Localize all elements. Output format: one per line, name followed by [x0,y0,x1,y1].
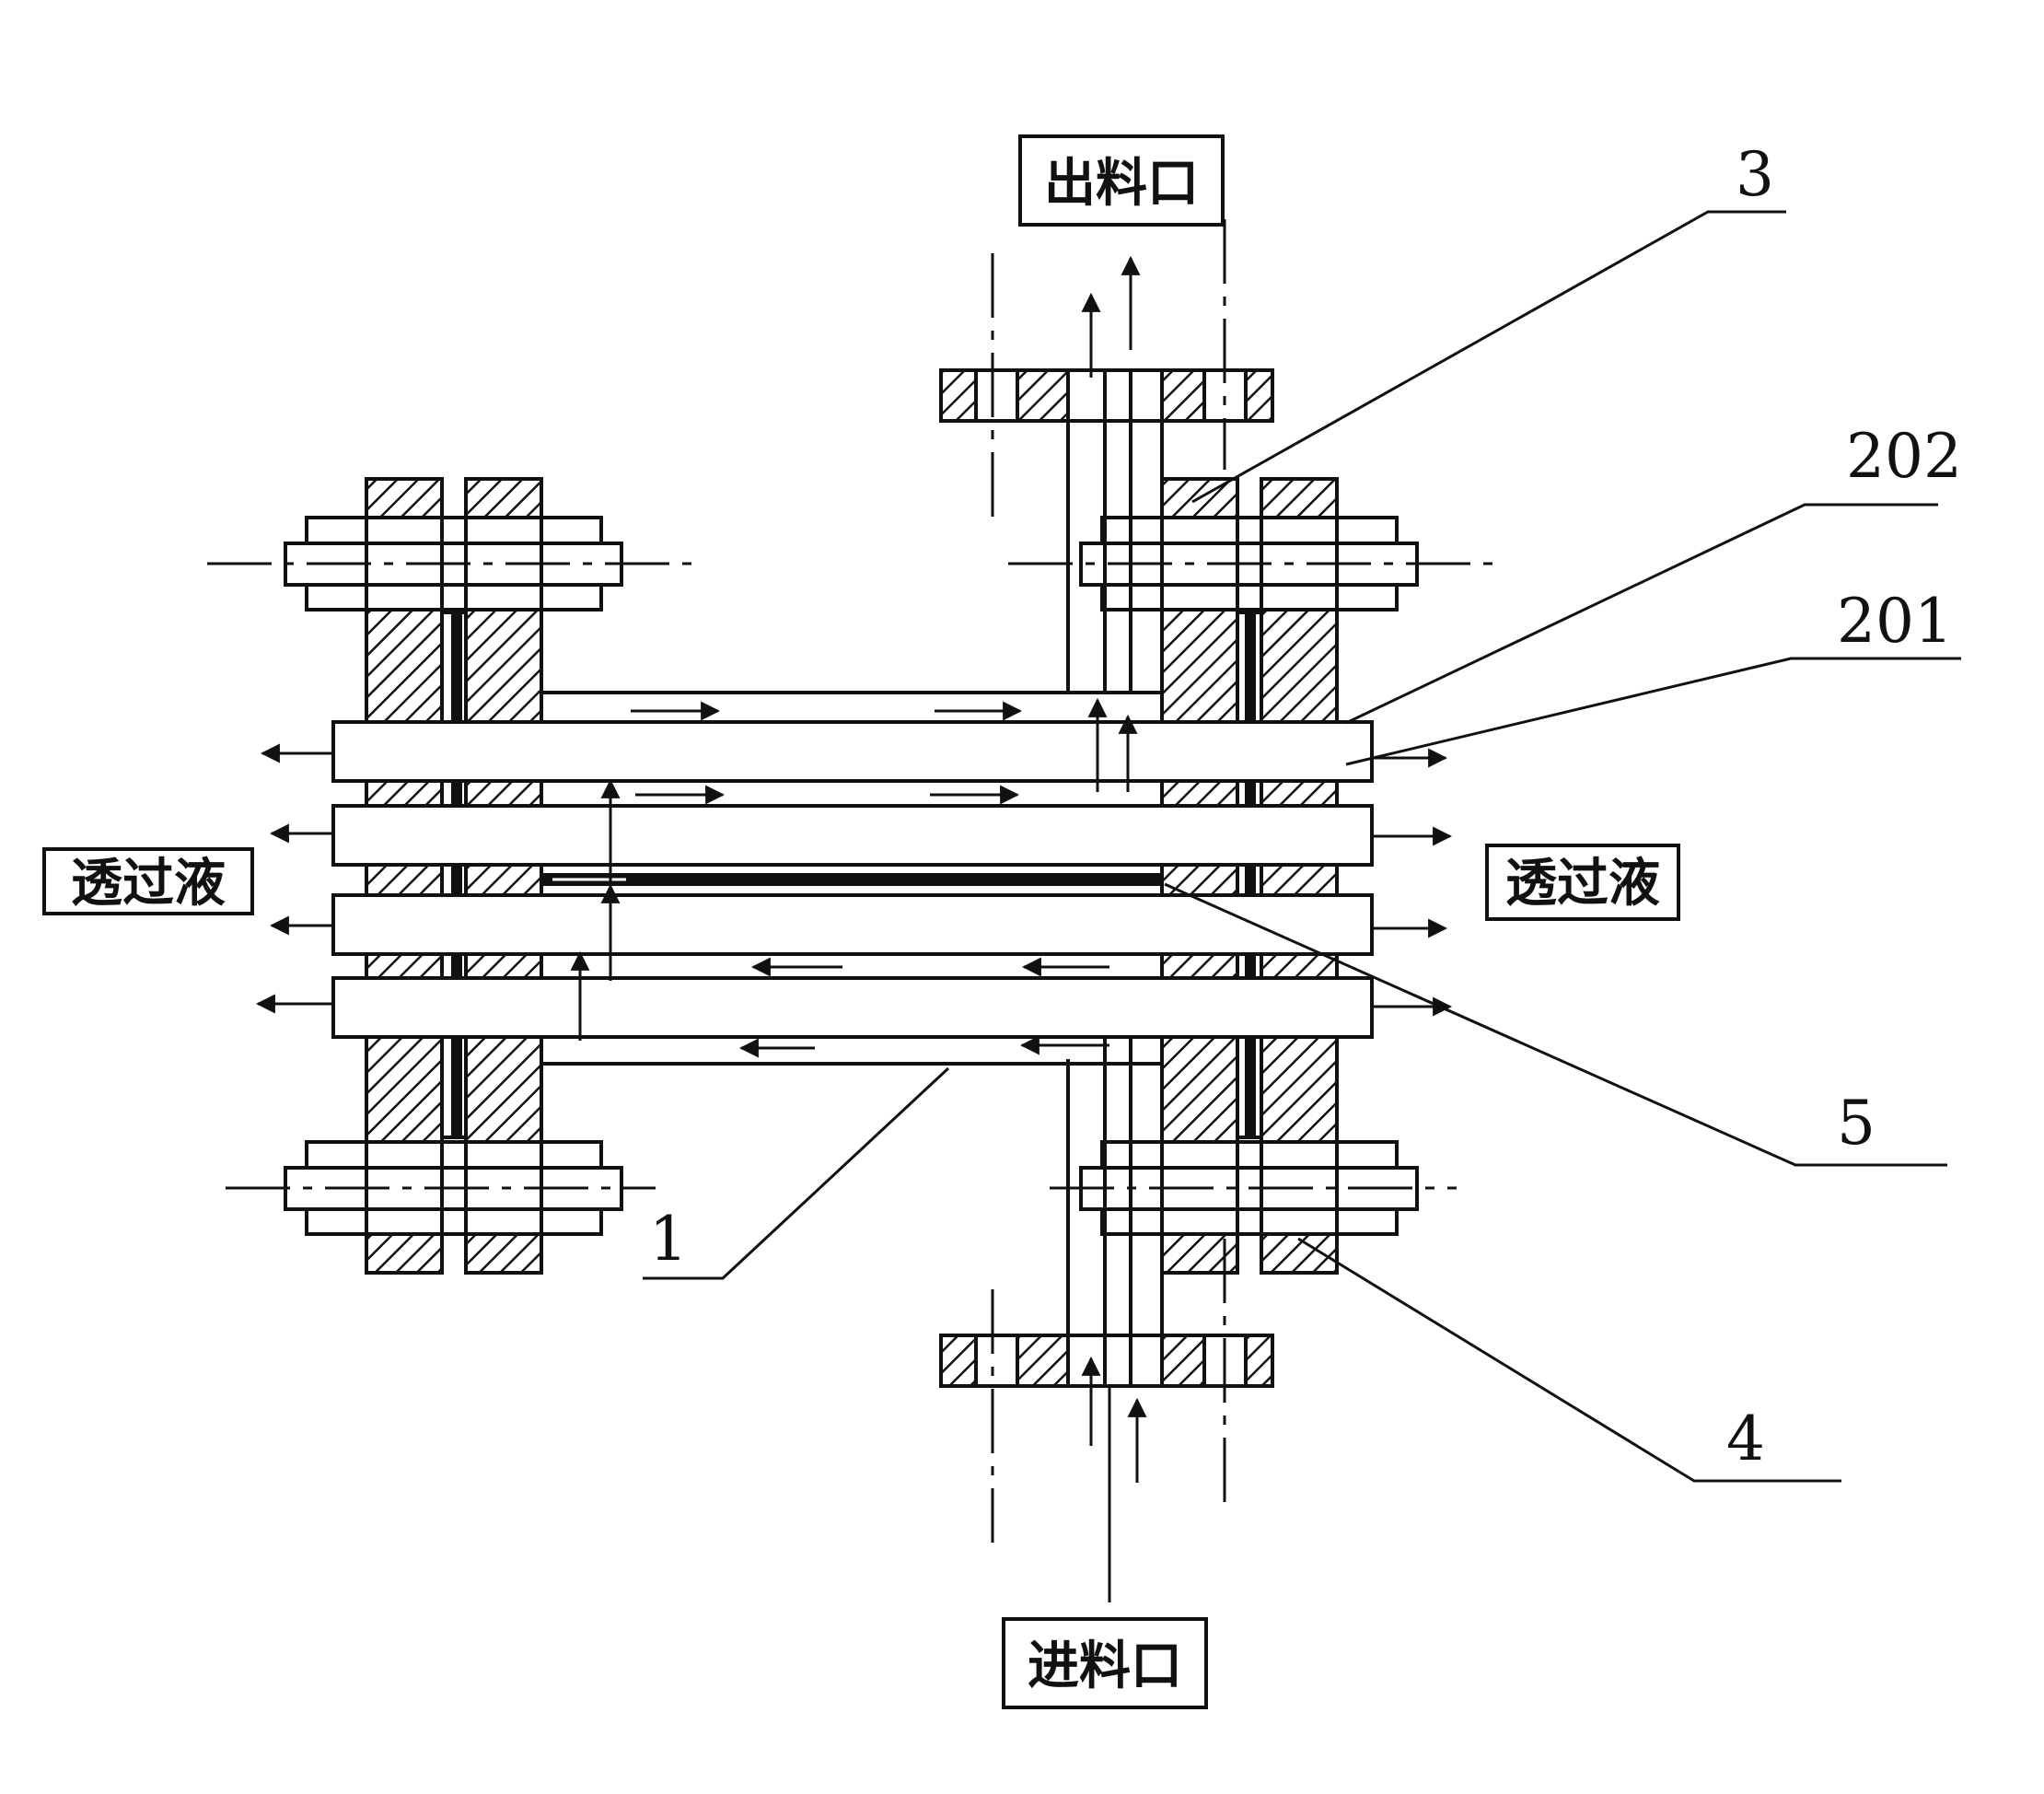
right-top-bolt [1008,518,1496,610]
baffle-plate [541,875,1162,884]
permeate-left-label: 透过液 [44,849,252,914]
left-bottom-bolt [226,1142,656,1234]
permeate-left-label-text: 透过液 [71,854,226,914]
inlet-label-text: 进料口 [1028,1637,1182,1696]
callout-201: 201 [1837,586,1953,657]
outlet-label-text: 出料口 [1044,154,1199,214]
permeate-right-label-text: 透过液 [1505,854,1660,914]
left-top-bolt [207,518,695,610]
callout-3: 3 [1736,139,1774,210]
callout-4: 4 [1726,1404,1765,1474]
inlet-label: 进料口 [1004,1619,1206,1707]
outlet-label: 出料口 [1020,136,1223,225]
callout-1: 1 [649,1204,688,1275]
permeate-right-label: 透过液 [1487,845,1678,919]
callout-5: 5 [1837,1088,1876,1159]
right-bottom-bolt [1050,1142,1457,1234]
callout-202: 202 [1846,421,1962,492]
